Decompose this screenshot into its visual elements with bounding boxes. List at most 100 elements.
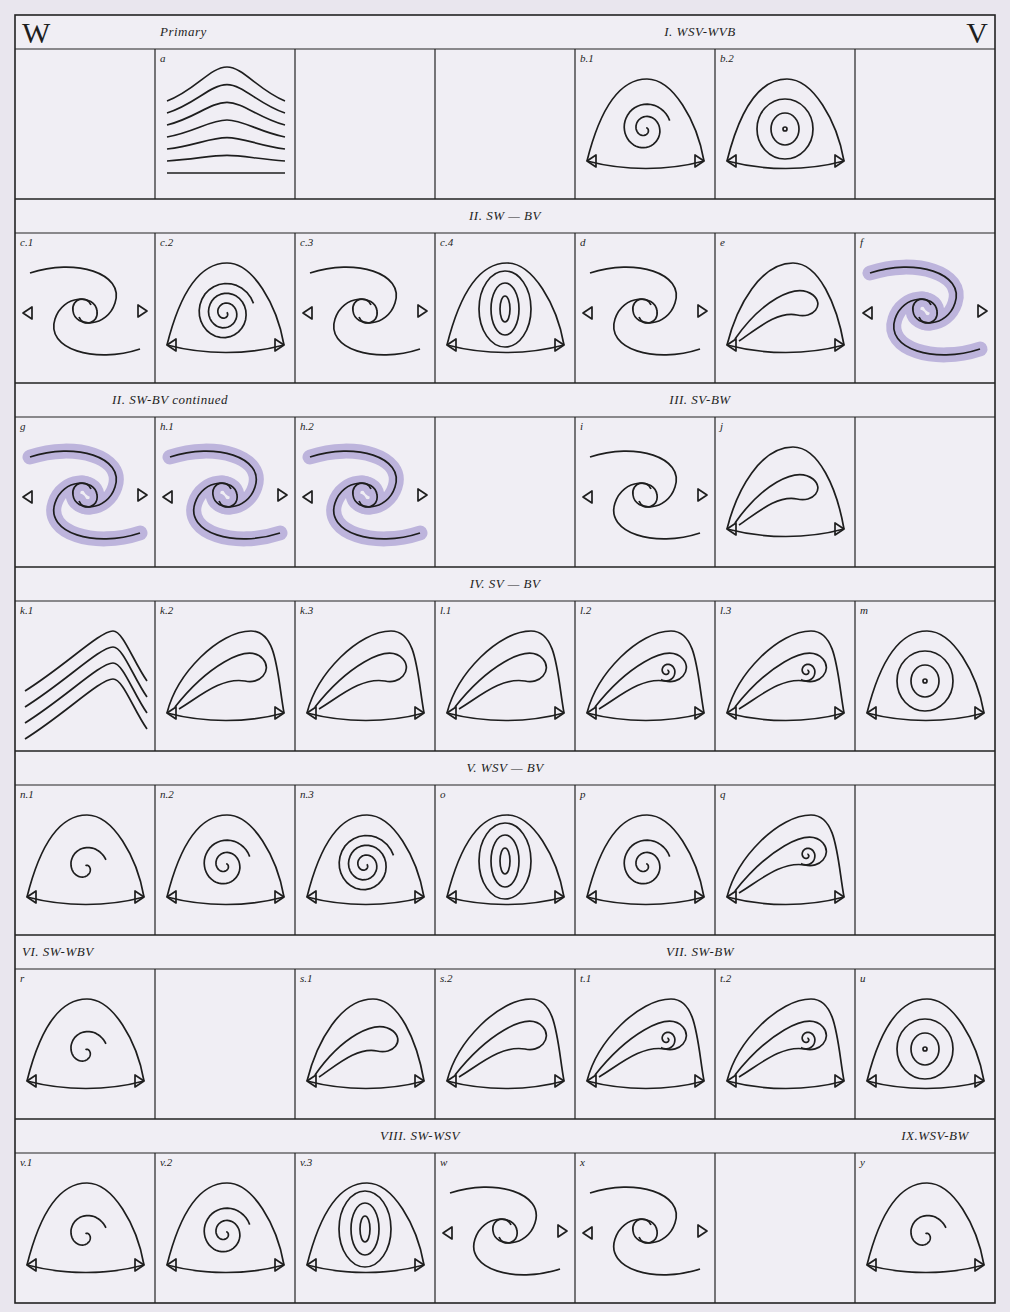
- cell-letter: u: [860, 972, 866, 984]
- cell-letter: v.3: [300, 1156, 312, 1168]
- curve-line: [334, 483, 420, 539]
- vortex-figure: [167, 1183, 284, 1273]
- curve-line: [23, 491, 32, 503]
- cell-letter: v.2: [160, 1156, 172, 1168]
- curve-line: [727, 155, 736, 167]
- curve-line: [360, 1216, 370, 1242]
- vortex-figure: [863, 267, 987, 355]
- curve-line: [555, 891, 564, 903]
- curve-line: [275, 707, 284, 719]
- cell-letter: y: [860, 1156, 865, 1168]
- grid-line: [434, 969, 435, 1119]
- curve-line: [801, 664, 815, 681]
- curve-line: [894, 299, 980, 355]
- curve-line: [447, 707, 456, 719]
- curve-line: [614, 1219, 700, 1275]
- curve-line: [870, 267, 956, 323]
- cell-letter: g: [20, 420, 26, 432]
- curve-line: [835, 891, 844, 903]
- curve-line: [167, 891, 176, 903]
- vortex-figure: [583, 1187, 707, 1275]
- grid-line: [154, 417, 155, 567]
- corner-letter: W: [22, 16, 50, 49]
- curve-line: [71, 848, 106, 878]
- curve-line: [351, 1203, 379, 1255]
- curve-line: [727, 707, 736, 719]
- curve-line: [783, 127, 787, 131]
- curve-line: [698, 489, 707, 501]
- curve-line: [479, 823, 531, 899]
- vortex-figure: [163, 451, 287, 539]
- curve-line: [447, 891, 456, 903]
- grid-line: [714, 1153, 715, 1303]
- curve-line: [27, 1081, 144, 1089]
- grid-line: [434, 233, 435, 383]
- cell-letter: c.4: [440, 236, 453, 248]
- curve-line: [315, 653, 406, 709]
- band-divider: [15, 566, 995, 568]
- curve-line: [624, 104, 670, 148]
- curve-line: [695, 891, 704, 903]
- vortex-figure: [867, 631, 984, 721]
- curve-line: [27, 1265, 144, 1273]
- curve-line: [727, 815, 844, 897]
- grid-line: [434, 49, 435, 199]
- section-heading: Primary: [160, 25, 207, 39]
- curve-line: [447, 897, 564, 905]
- cell-letter: f: [860, 236, 863, 248]
- curve-line: [275, 1259, 284, 1271]
- shaded-band: [54, 483, 140, 539]
- grid-line: [294, 785, 295, 935]
- curve-line: [303, 307, 312, 319]
- curve-line: [491, 283, 519, 335]
- vortex-figure: [587, 79, 704, 169]
- curve-line: [27, 1259, 36, 1271]
- curve-line: [695, 707, 704, 719]
- vortex-figure: [583, 451, 707, 539]
- curve-line: [415, 891, 424, 903]
- curve-line: [167, 1265, 284, 1273]
- grid-line: [15, 784, 995, 785]
- curve-line: [138, 489, 147, 501]
- curve-line: [975, 1259, 984, 1271]
- curve-line: [167, 345, 284, 353]
- vortex-figure: [447, 815, 564, 905]
- curve-line: [339, 836, 393, 890]
- grid-line: [294, 1153, 295, 1303]
- grid-line: [15, 1152, 995, 1153]
- curve-line: [595, 1021, 686, 1077]
- curve-line: [315, 1027, 398, 1077]
- curve-line: [450, 1187, 536, 1243]
- curve-line: [334, 299, 420, 355]
- cell-letter: h.1: [160, 420, 174, 432]
- curve-line: [447, 263, 564, 345]
- curve-line: [835, 523, 844, 535]
- curve-line: [25, 663, 147, 723]
- curve-line: [695, 155, 704, 167]
- grid-line: [294, 49, 295, 199]
- cell-letter: k.3: [300, 604, 313, 616]
- cell-letter: x: [580, 1156, 585, 1168]
- cell-letter: s.2: [440, 972, 453, 984]
- cell-letter: c.2: [160, 236, 173, 248]
- grid-line: [154, 601, 155, 751]
- vortex-figure: [447, 263, 564, 353]
- curve-line: [307, 707, 316, 719]
- curve-line: [727, 713, 844, 721]
- curve-line: [418, 489, 427, 501]
- curve-line: [923, 679, 927, 683]
- vortex-figure: [307, 1183, 424, 1273]
- curve-line: [418, 305, 427, 317]
- curve-line: [455, 1021, 546, 1077]
- curve-line: [727, 161, 844, 169]
- curve-line: [310, 451, 396, 507]
- vortex-figure: [27, 1183, 144, 1273]
- grid-line: [574, 1153, 575, 1303]
- curve-line: [194, 483, 280, 539]
- vortex-figure: [867, 1183, 984, 1273]
- vortex-figure: [167, 631, 284, 721]
- curve-line: [975, 1075, 984, 1087]
- curve-line: [447, 631, 564, 713]
- curve-line: [447, 999, 564, 1081]
